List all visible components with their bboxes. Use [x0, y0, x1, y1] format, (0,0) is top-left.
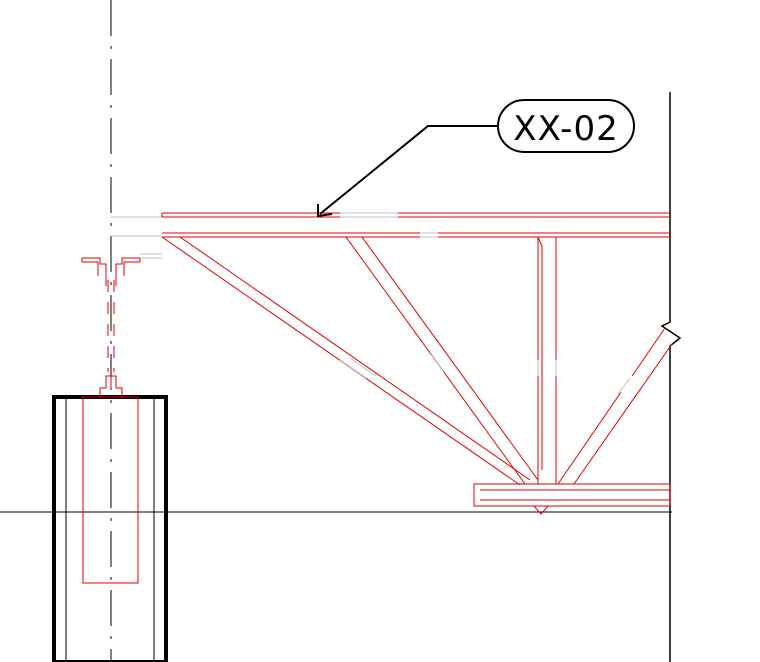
callout-tag: XX-02	[497, 99, 635, 153]
column-cap-detail	[96, 280, 128, 398]
callout-leader	[317, 125, 498, 218]
steel-column	[52, 395, 168, 662]
centerlines	[0, 0, 672, 662]
callout-tag-label: XX-02	[513, 109, 618, 149]
truss-top-chord	[161, 212, 670, 238]
gray-stubs	[111, 216, 162, 259]
truss-bottom-plate	[473, 483, 671, 515]
wall-line	[660, 92, 682, 662]
truss-seat-detail	[81, 257, 141, 286]
truss-web-members	[161, 236, 673, 486]
callout-tag-frame	[497, 99, 635, 153]
column-outline	[52, 395, 168, 662]
